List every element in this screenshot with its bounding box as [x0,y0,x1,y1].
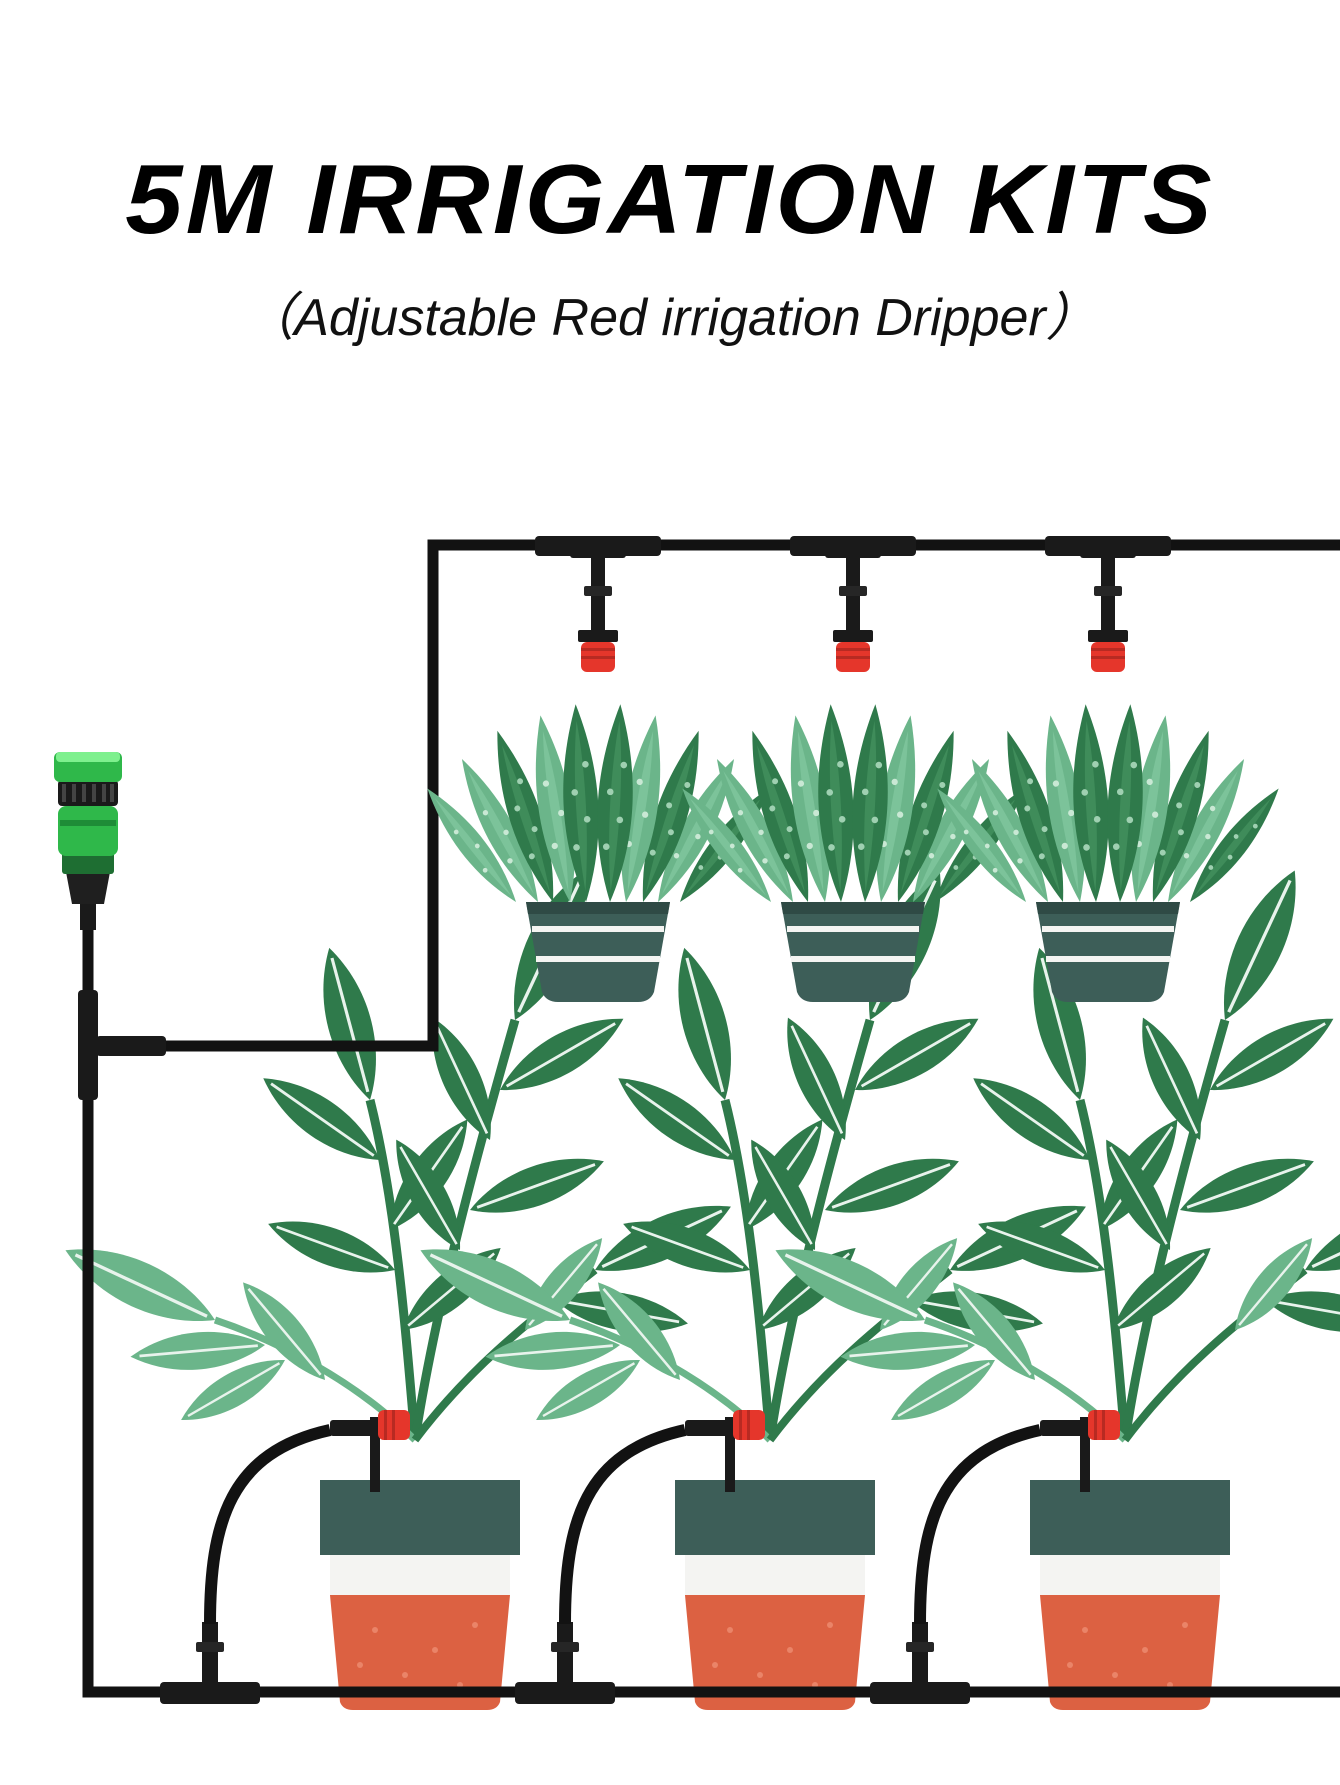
hose-connector-icon [54,752,122,930]
page-subtitle: （Adjustable Red irrigation Dripper） [242,289,1098,347]
tee-fitting-icon [535,536,1171,556]
page-title: 5M IRRIGATION KITS [125,144,1215,254]
tee-fitting-icon [78,990,166,1100]
